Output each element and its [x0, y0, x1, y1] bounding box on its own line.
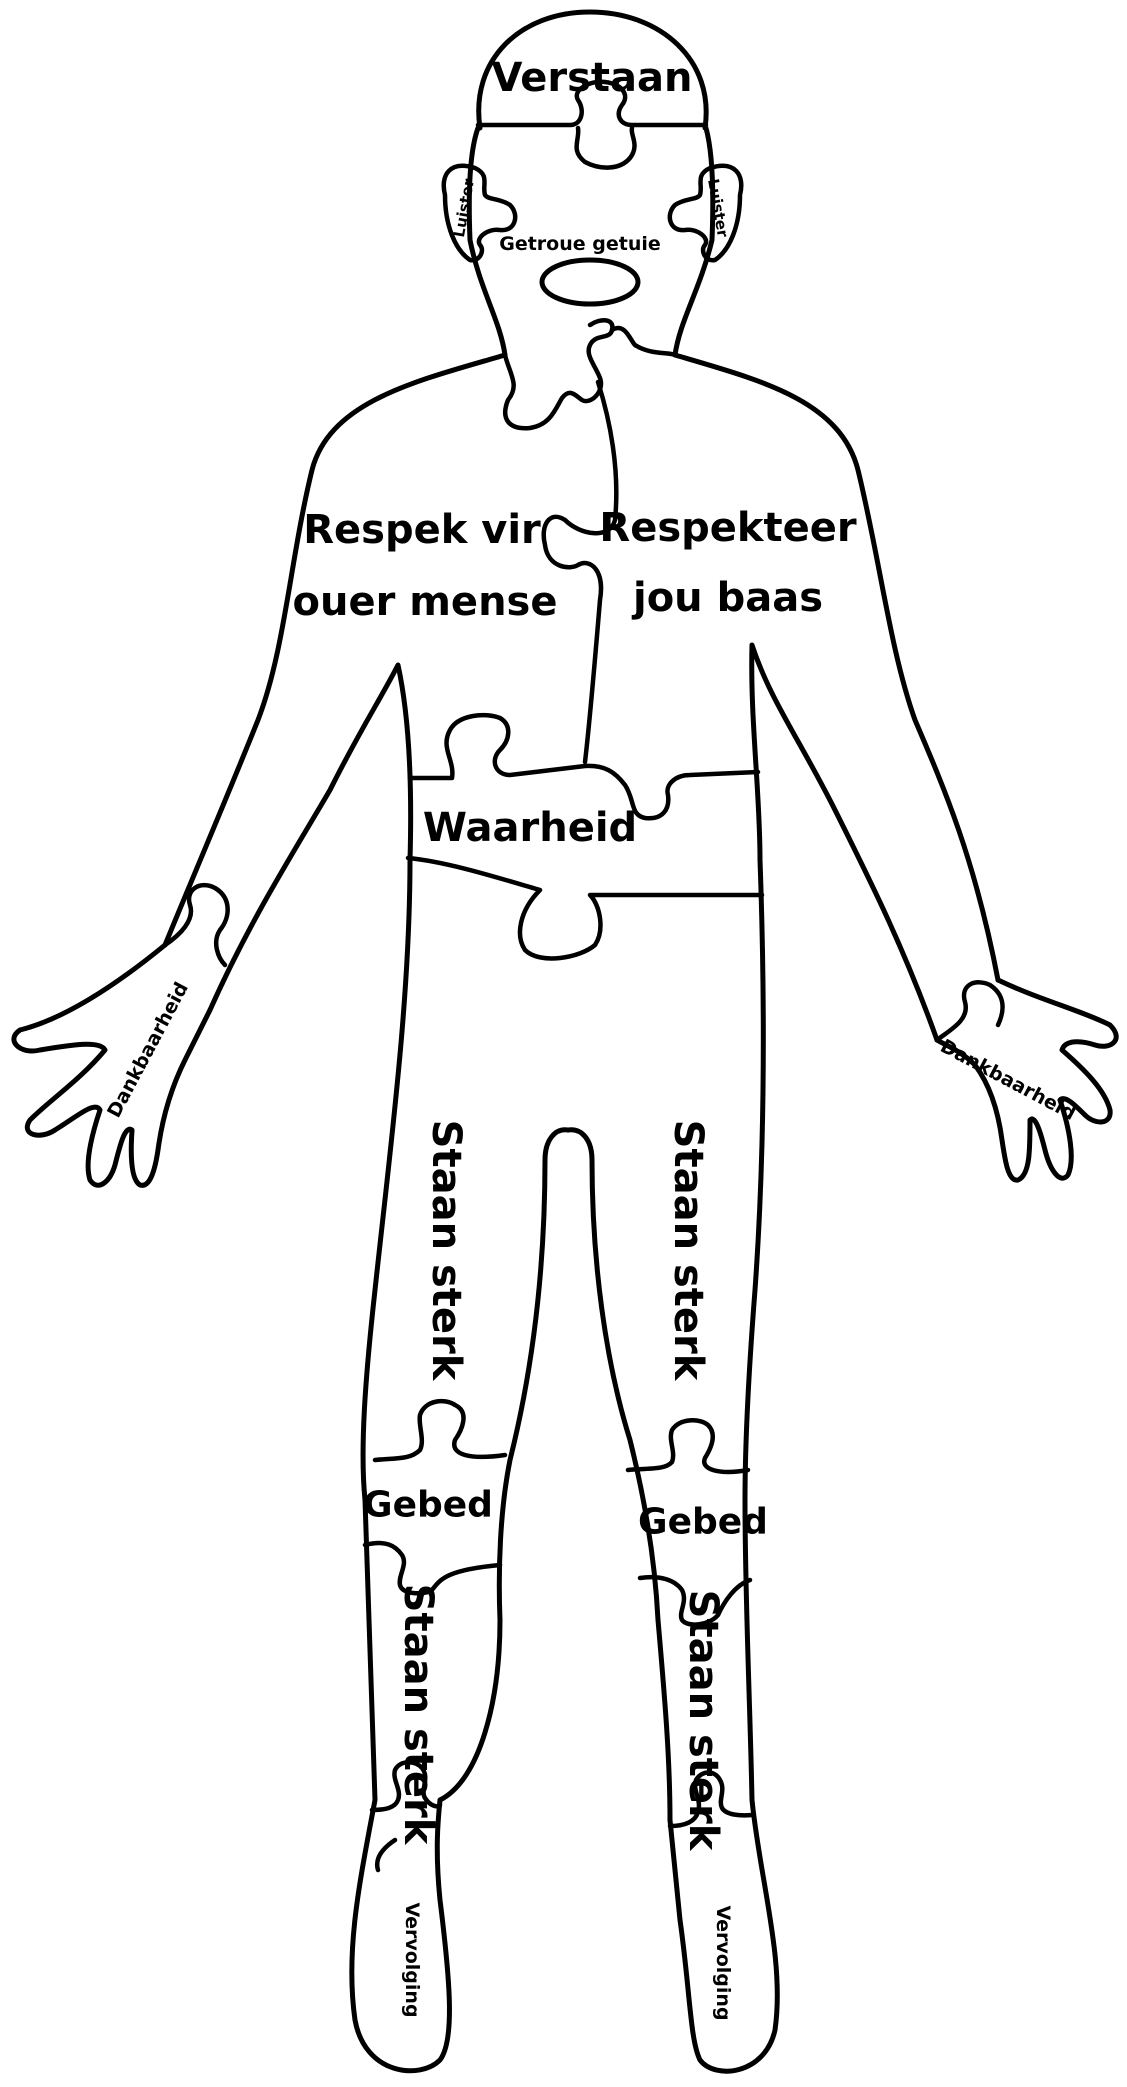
head-label: Verstaan: [491, 55, 692, 101]
chest-right-label-line1: Respekteer: [599, 505, 856, 551]
thigh-left-label: Staan sterk: [423, 1120, 469, 1382]
puzzle-seams: [165, 82, 1003, 1870]
foot-right-label: Vervolging: [712, 1905, 734, 2020]
shin-left-label: Staan sterk: [395, 1584, 441, 1846]
mouth-shape: [542, 260, 638, 304]
shin-right-label: Staan sterk: [680, 1590, 726, 1852]
waist-label: Waarheid: [423, 805, 637, 851]
ear-left-label: Luister: [450, 177, 478, 239]
thigh-right-label: Staan sterk: [665, 1120, 711, 1382]
hand-left-label: Dankbaarheid: [103, 979, 193, 1122]
chest-right-label-line2: jou baas: [631, 575, 823, 621]
ear-right-label: Luister: [704, 177, 732, 239]
foot-left-label: Vervolging: [401, 1902, 423, 2017]
knee-left-label: Gebed: [363, 1485, 493, 1526]
mouth-label: Getroue getuie: [499, 233, 661, 255]
hand-right-label: Dankbaarheid: [937, 1035, 1080, 1125]
knee-right-label: Gebed: [638, 1502, 768, 1543]
chest-left-label-line1: Respek vir: [303, 507, 541, 553]
labels: Verstaan Luister Luister Getroue getuie …: [103, 55, 1079, 2021]
chest-left-label-line2: ouer mense: [293, 579, 558, 625]
